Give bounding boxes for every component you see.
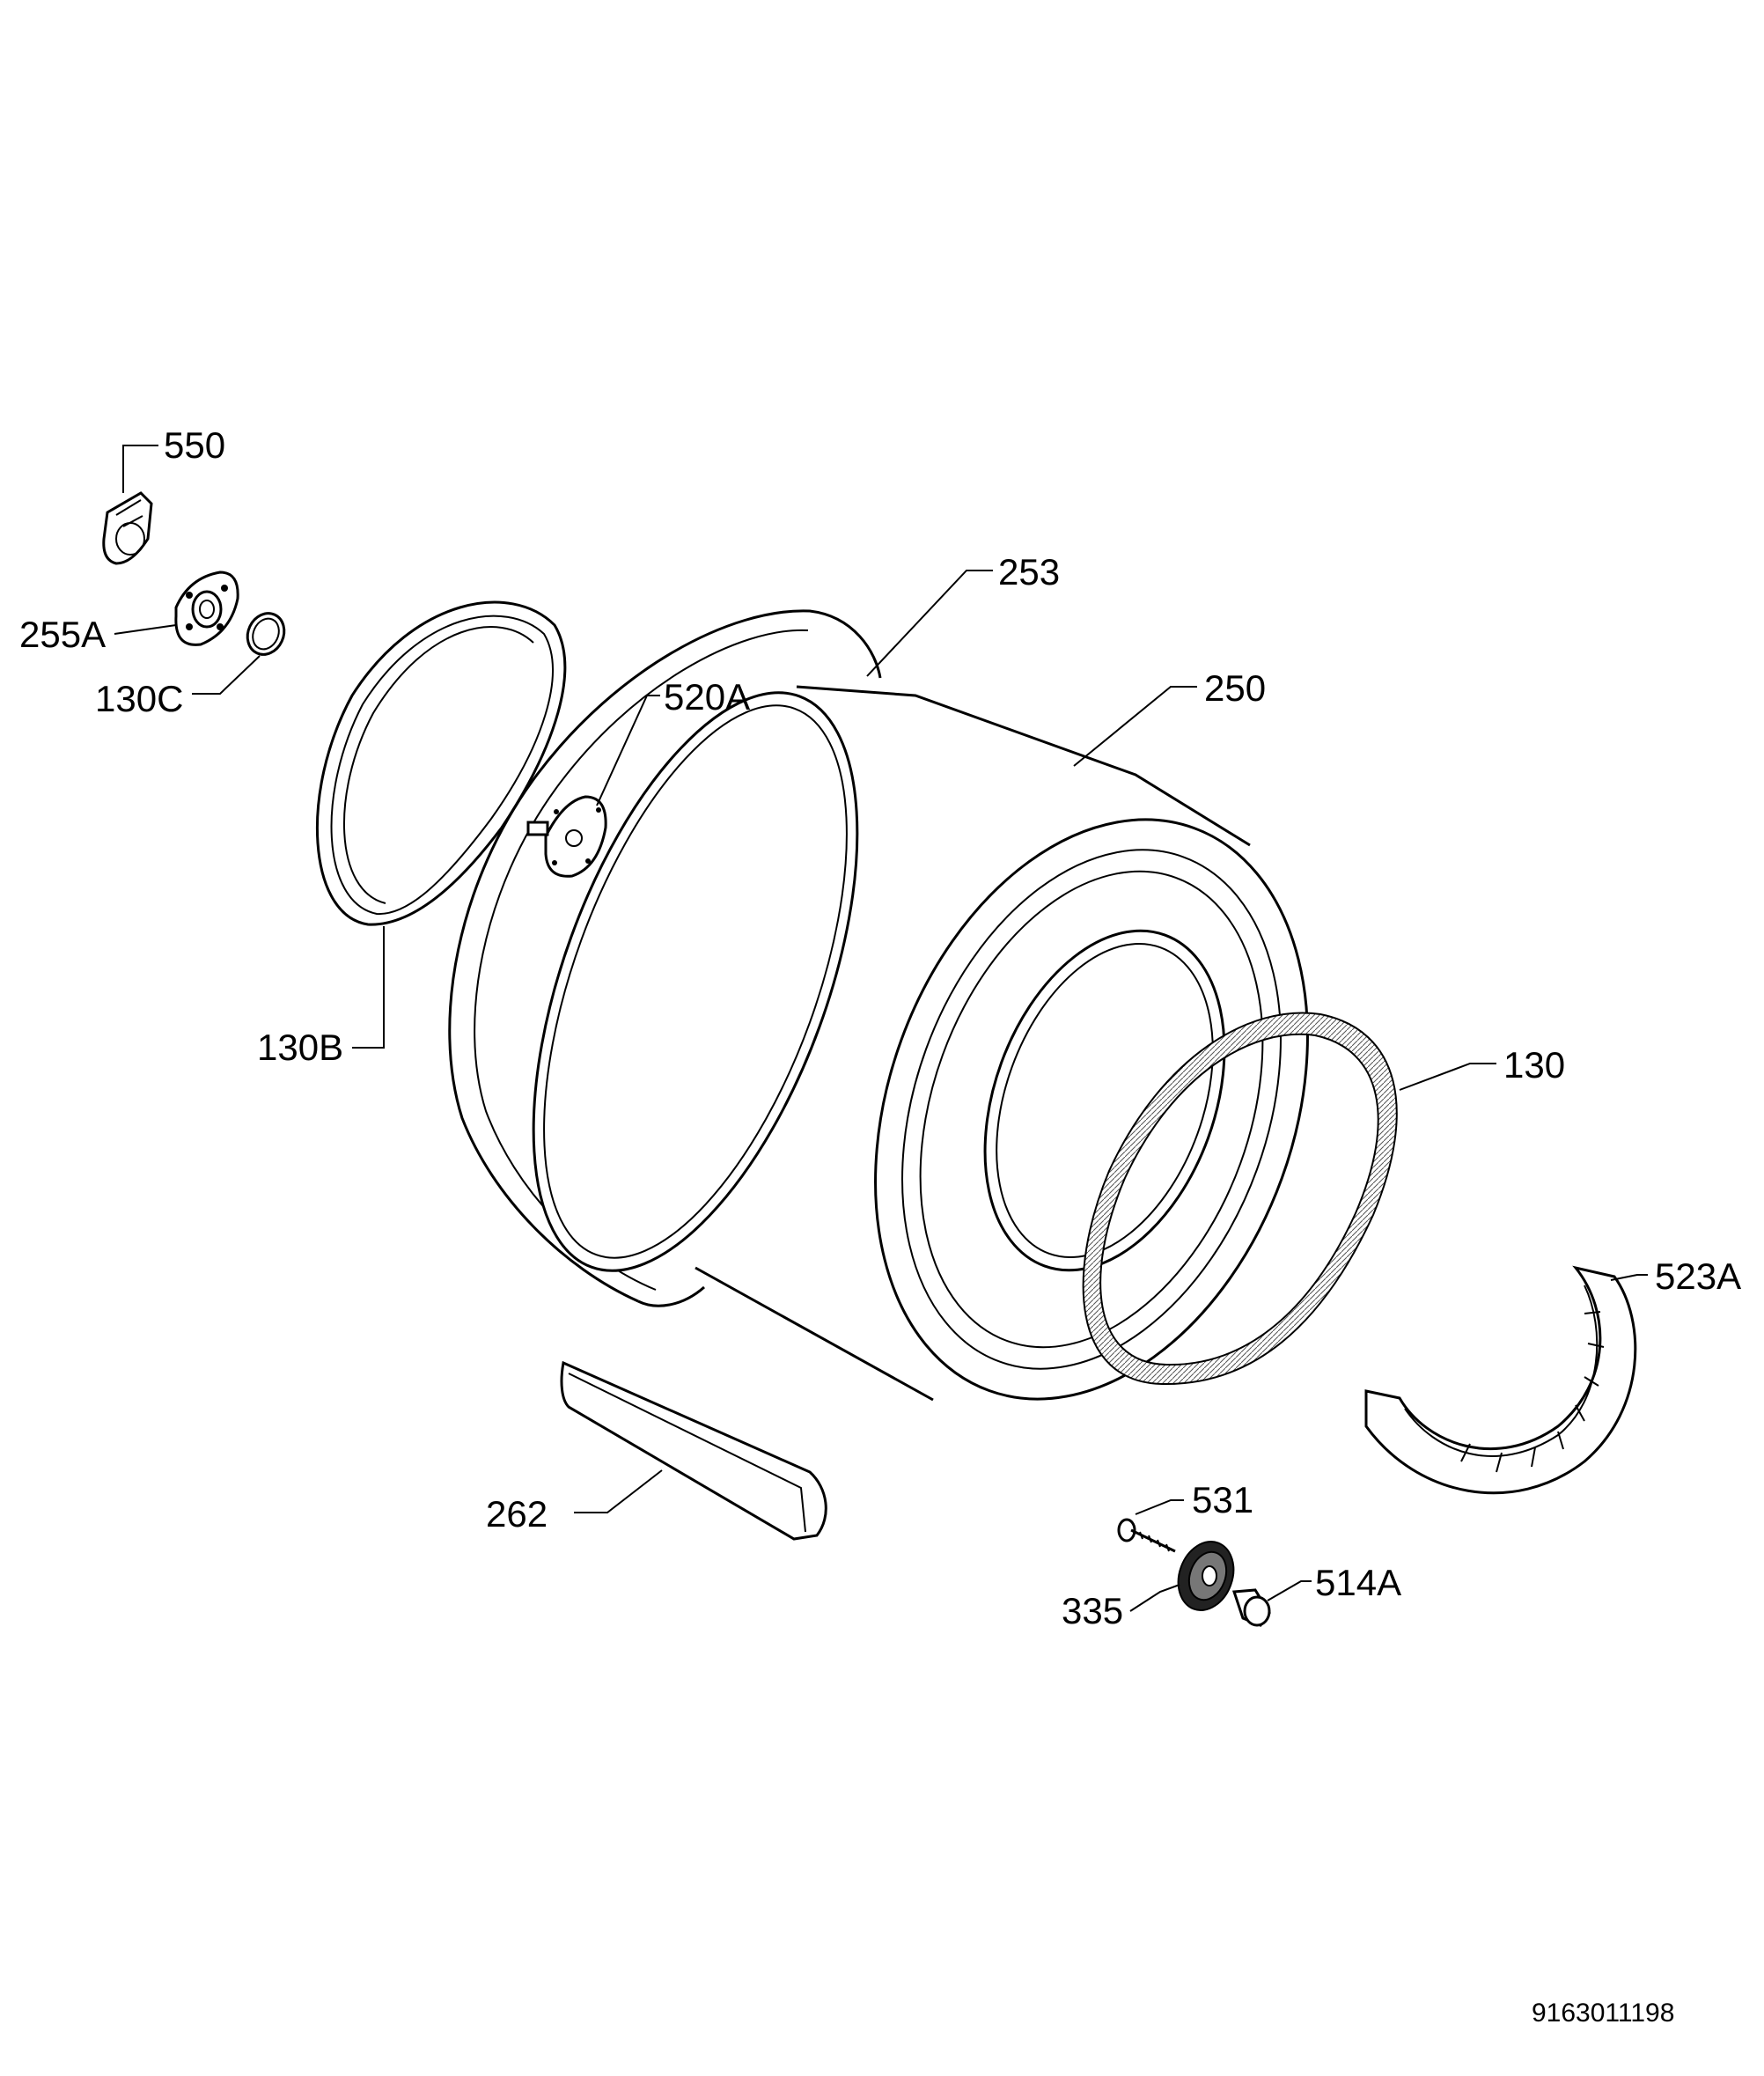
- part-130b-rear-seal: [316, 600, 567, 926]
- leader-531: [1135, 1499, 1184, 1515]
- part-250-drum: [532, 685, 1309, 1402]
- leader-255a: [114, 624, 177, 635]
- part-335-roller: [1177, 1541, 1235, 1611]
- label-520a: 520A: [664, 676, 750, 718]
- part-130-front-seal: [1082, 1012, 1398, 1386]
- leader-335: [1129, 1584, 1180, 1612]
- leader-520a: [596, 695, 660, 806]
- part-550-bracket: [102, 491, 153, 565]
- leader-523a: [1610, 1274, 1648, 1281]
- label-550: 550: [164, 424, 225, 466]
- label-130: 130: [1503, 1044, 1565, 1086]
- label-130c: 130C: [95, 678, 183, 719]
- leader-130: [1399, 1063, 1496, 1091]
- leader-130b: [352, 926, 385, 1049]
- part-130c-ring: [246, 612, 286, 656]
- leader-253: [866, 570, 993, 677]
- label-255a: 255A: [19, 614, 106, 655]
- leader-130c: [192, 655, 261, 695]
- part-523a-arc: [1364, 1265, 1637, 1495]
- label-531: 531: [1192, 1479, 1253, 1520]
- leader-262: [574, 1469, 663, 1513]
- part-255a-flange: [174, 571, 239, 646]
- part-531-screw: [1117, 1518, 1176, 1553]
- label-335: 335: [1062, 1590, 1123, 1631]
- part-514a-bushing: [1231, 1588, 1271, 1627]
- leader-250: [1073, 686, 1197, 767]
- label-262: 262: [486, 1493, 548, 1535]
- label-253: 253: [998, 551, 1060, 593]
- document-number: 9163011198: [1532, 1999, 1674, 2028]
- label-130b: 130B: [257, 1027, 343, 1068]
- label-523a: 523A: [1655, 1255, 1741, 1297]
- label-514a: 514A: [1315, 1562, 1401, 1603]
- label-250: 250: [1204, 667, 1266, 709]
- leader-550: [122, 445, 158, 493]
- part-262-paddle: [560, 1360, 827, 1541]
- leader-514a: [1267, 1580, 1312, 1601]
- part-520a-shaft: [526, 795, 607, 878]
